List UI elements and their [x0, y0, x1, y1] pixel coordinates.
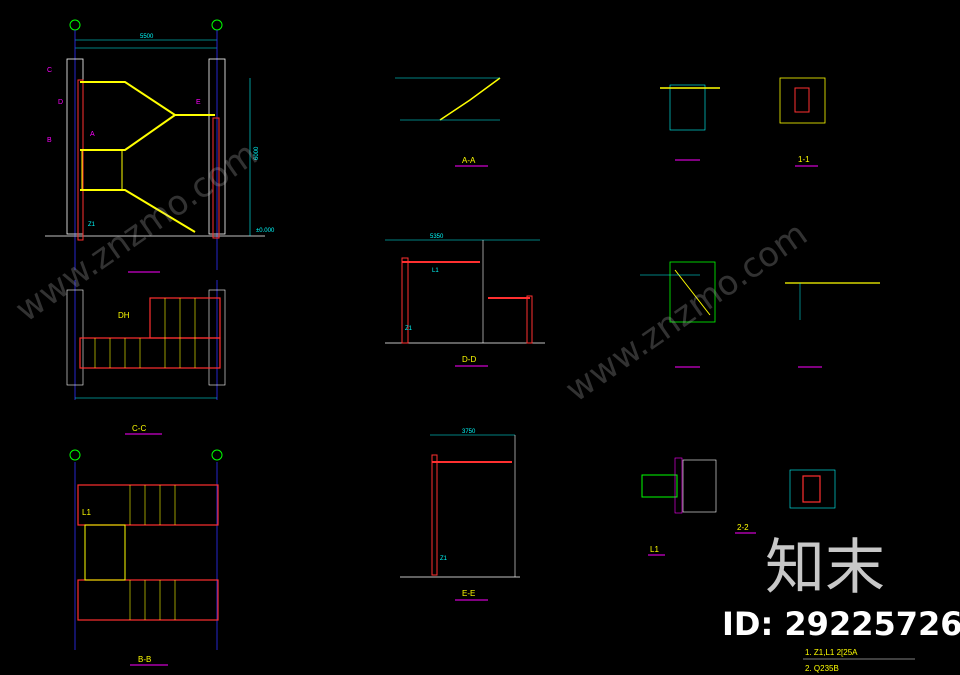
details: 1-1 L1 2-2 1. Z1,L1 2[25A 2. Q235B — [640, 77, 915, 673]
section-marker: D — [58, 99, 63, 106]
dimension-text: 5350 — [430, 234, 444, 240]
elevation-text: ±0.000 — [256, 228, 275, 234]
view-title: 1-1 — [798, 155, 810, 164]
section-marker: E — [196, 99, 201, 106]
watermark-id: ID: 292257260 — [722, 605, 960, 643]
watermark-logo: 知末 — [765, 533, 885, 603]
view-title: A-A — [462, 156, 476, 165]
section-cc: DH C-C — [66, 280, 226, 435]
member-label: Z1 — [88, 222, 96, 228]
elevation-view: 5500 6000 ±0.000 C D B A E Z1 — [45, 19, 275, 273]
member-label: Z1 — [405, 326, 413, 332]
section-aa: A-A — [395, 77, 501, 167]
member-label: L1 — [432, 268, 439, 274]
section-bb: L1 B-B — [69, 449, 223, 666]
view-title: C-C — [132, 424, 146, 433]
view-title: 2-2 — [737, 523, 749, 532]
axis-bubble — [69, 19, 81, 31]
view-title: E-E — [462, 589, 475, 598]
note-2: 2. Q235B — [805, 664, 839, 673]
member-label: DH — [118, 311, 130, 320]
view-title: L1 — [650, 545, 659, 554]
member-label: L1 — [82, 508, 91, 517]
view-title: D-D — [462, 355, 476, 364]
section-marker: C — [47, 67, 52, 74]
section-dd: 5350 Z1 L1 D-D — [385, 234, 545, 367]
note-1: 1. Z1,L1 2[25A — [805, 648, 858, 657]
column — [208, 58, 226, 235]
dimension-text: 3750 — [462, 429, 476, 435]
dimension-text: 6000 — [254, 146, 260, 160]
section-marker: B — [47, 137, 52, 144]
dimension-text: 5500 — [140, 34, 154, 40]
axis-bubble — [211, 19, 223, 31]
section-marker: A — [90, 131, 95, 138]
member-label: Z1 — [440, 556, 448, 562]
section-ee: 3750 Z1 E-E — [400, 429, 520, 601]
view-title: B-B — [138, 655, 151, 664]
